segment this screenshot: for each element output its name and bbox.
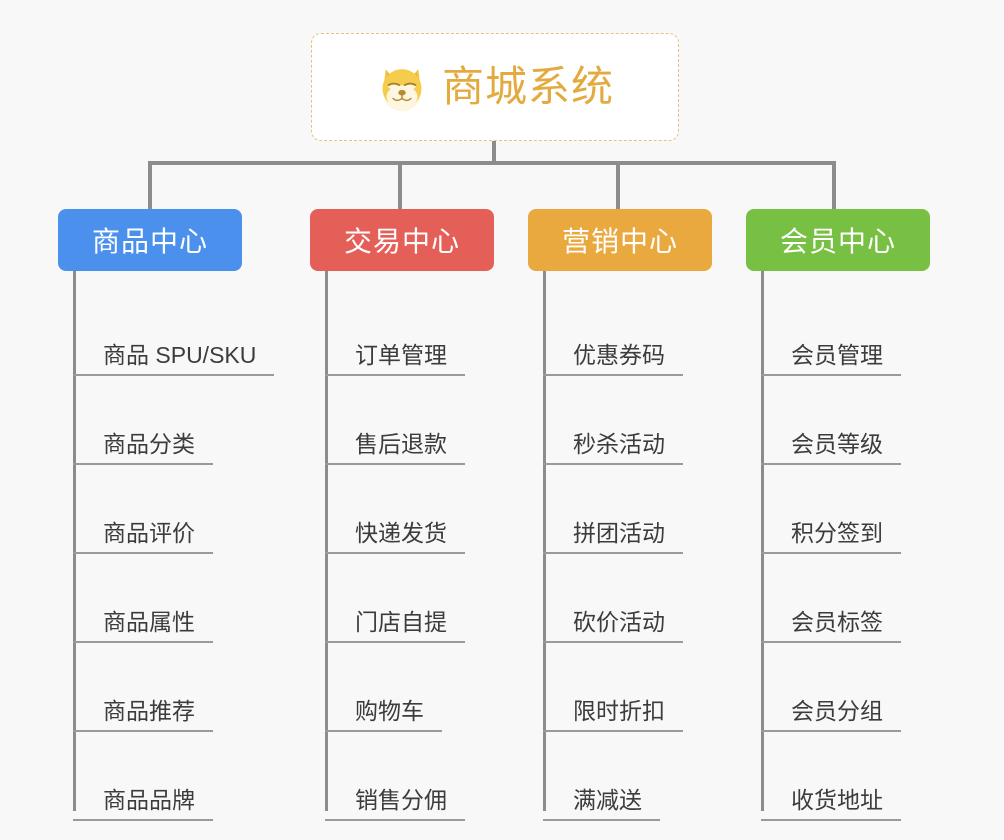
leaf-label: 会员分组 [761,698,901,732]
leaf-item[interactable]: 商品评价 [73,465,213,554]
leaf-label: 商品属性 [73,609,213,643]
branch-header-label: 会员中心 [779,226,896,257]
leaf-item[interactable]: 会员管理 [761,287,901,376]
leaf-label: 积分签到 [761,520,901,554]
branch-trunk-2 [543,271,546,811]
leaf-label: 会员等级 [761,431,901,465]
leaf-label: 订单管理 [325,342,465,376]
leaf-item[interactable]: 满减送 [543,732,660,821]
leaf-label: 快递发货 [325,520,465,554]
leaf-label: 砍价活动 [543,609,683,643]
leaf-item[interactable]: 优惠券码 [543,287,683,376]
leaf-item[interactable]: 订单管理 [325,287,465,376]
leaf-item[interactable]: 商品分类 [73,376,213,465]
branch-header-2[interactable]: 营销中心 [528,209,712,271]
connector-drop-0 [148,161,152,209]
leaf-label: 优惠券码 [543,342,683,376]
connector-drop-2 [616,161,620,209]
leaf-list-3: 会员管理 会员等级 积分签到 会员标签 会员分组 收货地址 [746,271,930,821]
leaf-label: 商品推荐 [73,698,213,732]
branch-header-3[interactable]: 会员中心 [746,209,930,271]
branch-header-label: 交易中心 [343,226,460,257]
leaf-label: 拼团活动 [543,520,683,554]
leaf-list-0: 商品 SPU/SKU 商品分类 商品评价 商品属性 商品推荐 商品品牌 [58,271,275,821]
leaf-item[interactable]: 限时折扣 [543,643,683,732]
leaf-label: 门店自提 [325,609,465,643]
leaf-item[interactable]: 商品属性 [73,554,213,643]
connector-horizontal-bus [150,161,834,165]
leaf-list-1: 订单管理 售后退款 快递发货 门店自提 购物车 销售分佣 [310,271,494,821]
leaf-item[interactable]: 商品推荐 [73,643,213,732]
branch-trunk-1 [325,271,328,811]
leaf-item[interactable]: 门店自提 [325,554,465,643]
leaf-label: 限时折扣 [543,698,683,732]
leaf-item[interactable]: 积分签到 [761,465,901,554]
leaf-item[interactable]: 快递发货 [325,465,465,554]
leaf-item[interactable]: 商品 SPU/SKU [73,287,275,376]
leaf-label: 购物车 [325,698,442,732]
leaf-item[interactable]: 销售分佣 [325,732,465,821]
leaf-label: 收货地址 [761,787,901,821]
leaf-label: 商品品牌 [73,787,213,821]
leaf-item[interactable]: 购物车 [325,643,442,732]
leaf-list-2: 优惠券码 秒杀活动 拼团活动 砍价活动 限时折扣 满减送 [528,271,712,821]
branch-column-0: 商品中心 商品 SPU/SKU 商品分类 商品评价 商品属性 商品推荐 商品品牌 [58,209,275,821]
leaf-item[interactable]: 会员标签 [761,554,901,643]
leaf-label: 秒杀活动 [543,431,683,465]
leaf-item[interactable]: 收货地址 [761,732,901,821]
leaf-item[interactable]: 商品品牌 [73,732,213,821]
branch-trunk-3 [761,271,764,811]
branch-column-3: 会员中心 会员管理 会员等级 积分签到 会员标签 会员分组 收货地址 [746,209,930,821]
branch-header-1[interactable]: 交易中心 [310,209,494,271]
leaf-item[interactable]: 秒杀活动 [543,376,683,465]
branch-header-0[interactable]: 商品中心 [58,209,242,271]
branch-trunk-0 [73,271,76,811]
root-node[interactable]: 商城系统 [311,33,679,141]
leaf-label: 满减送 [543,787,660,821]
connector-drop-3 [832,161,836,209]
dog-face-icon [382,69,422,112]
branch-column-1: 交易中心 订单管理 售后退款 快递发货 门店自提 购物车 销售分佣 [310,209,494,821]
leaf-label: 商品分类 [73,431,213,465]
leaf-label: 会员标签 [761,609,901,643]
root-title: 商城系统 [441,63,614,110]
leaf-item[interactable]: 会员分组 [761,643,901,732]
leaf-item[interactable]: 会员等级 [761,376,901,465]
leaf-label: 会员管理 [761,342,901,376]
connector-root-stem [492,141,496,165]
branch-header-label: 营销中心 [561,226,678,257]
leaf-item[interactable]: 拼团活动 [543,465,683,554]
connector-drop-1 [398,161,402,209]
branch-header-label: 商品中心 [91,226,208,257]
leaf-label: 售后退款 [325,431,465,465]
leaf-label: 商品评价 [73,520,213,554]
leaf-item[interactable]: 砍价活动 [543,554,683,643]
branch-column-2: 营销中心 优惠券码 秒杀活动 拼团活动 砍价活动 限时折扣 满减送 [528,209,712,821]
leaf-label: 销售分佣 [325,787,465,821]
leaf-item[interactable]: 售后退款 [325,376,465,465]
leaf-label: 商品 SPU/SKU [73,342,275,376]
